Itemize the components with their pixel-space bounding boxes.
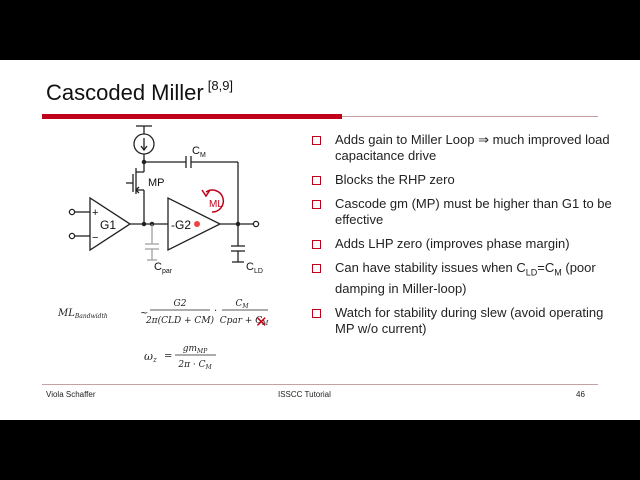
footer-author: Viola Schaffer: [46, 390, 96, 399]
bullet-item: Can have stability issues when CLD=CM (p…: [312, 260, 612, 297]
cpar-label: Cpar: [154, 261, 173, 275]
slide-title-text: Cascoded Miller: [46, 80, 204, 105]
bullet-subscript: LD: [525, 267, 538, 278]
bullet-text: Adds LHP zero (improves phase margin): [335, 236, 570, 251]
bullet-text: Watch for stability during slew (avoid o…: [335, 304, 604, 336]
eq1-lhs: MLBandwidth: [58, 308, 108, 320]
title-accent-bar: [42, 114, 342, 119]
bullet-item: Blocks the RHP zero: [312, 172, 612, 188]
bullet-subscript: M: [554, 267, 562, 278]
slide: Cascoded Miller[8,9]: [0, 60, 640, 420]
g1-label: G1: [100, 218, 116, 232]
cm-label: CM: [192, 145, 206, 159]
eq2-lhs: ωz: [144, 350, 157, 364]
g2-label: -G2: [171, 218, 191, 232]
footer-divider: [42, 384, 598, 385]
eq2-num: gmMP: [183, 344, 208, 355]
bullet-item: Adds LHP zero (improves phase margin): [312, 236, 612, 252]
bullet-list: Adds gain to Miller Loop ⇒ much improved…: [312, 132, 612, 345]
eq1-cross-mark: ✕: [255, 313, 268, 331]
footer-page-number: 46: [576, 390, 585, 399]
eq2-den: 2π · CM: [177, 360, 212, 371]
bullet-text: =C: [537, 260, 555, 275]
omega-z-equation: ωz = gmMP 2π · CM: [144, 344, 216, 371]
bullet-box-icon: [312, 176, 321, 185]
bullet-text: Cascode gm (MP) must be higher than G1 t…: [335, 196, 612, 227]
cascoded-miller-schematic: CM MP G1 -G2 ML + − Cpar CLD: [68, 125, 263, 275]
minus-sign: −: [92, 232, 98, 244]
bullet-box-icon: [312, 264, 321, 273]
title-divider: [342, 116, 598, 117]
ml-label: ML: [209, 199, 223, 210]
cld-label: CLD: [246, 261, 263, 275]
bullet-text: Blocks the RHP zero: [335, 172, 455, 187]
footer-event: ISSCC Tutorial: [278, 390, 331, 399]
ml-bandwidth-equation: MLBandwidth ~ G2 2π(CLD + CM) · CM Cpar …: [58, 299, 269, 331]
eq2-eq: =: [164, 351, 172, 362]
bullet-item: Cascode gm (MP) must be higher than G1 t…: [312, 196, 612, 228]
bullet-box-icon: [312, 136, 321, 145]
plus-sign: +: [92, 207, 98, 219]
mp-label: MP: [148, 177, 165, 189]
bullet-text: (poor damping in Miller-loop): [335, 260, 596, 296]
bullet-text: Adds gain to Miller Loop ⇒ much improved…: [335, 132, 610, 163]
slide-title: Cascoded Miller[8,9]: [46, 78, 234, 106]
bullet-box-icon: [312, 308, 321, 318]
eq1-dot: ·: [214, 306, 217, 317]
bullet-item: Watch for stability during slew (avoid o…: [312, 305, 612, 337]
eq1-approx: ~: [140, 308, 148, 319]
bullet-box-icon: [312, 200, 321, 209]
bullet-text: Can have stability issues when C: [335, 260, 526, 275]
eq1-den1: 2π(CLD + CM): [145, 315, 215, 326]
bullet-item: Adds gain to Miller Loop ⇒ much improved…: [312, 132, 612, 164]
bullet-box-icon: [312, 240, 321, 249]
title-reference: [8,9]: [207, 78, 234, 93]
eq1-num2: CM: [235, 299, 249, 310]
ml-node-dot: [194, 221, 200, 227]
eq1-num1: G2: [174, 299, 187, 309]
eq1-den2: Cpar + CM: [220, 316, 269, 327]
